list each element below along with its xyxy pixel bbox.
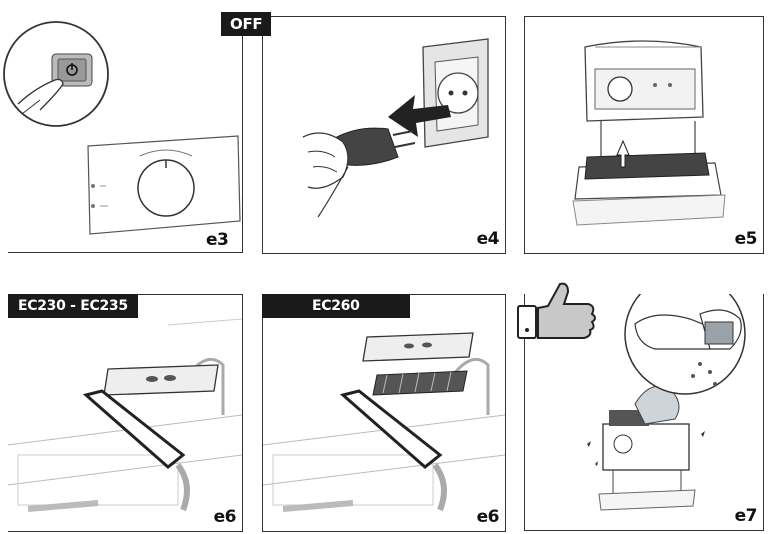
sink-rinse-illustration-b: [263, 332, 505, 512]
selector-knob: [137, 159, 195, 217]
hand: [302, 132, 349, 189]
cleaning-illustration: [587, 294, 746, 511]
power-icon: [66, 63, 78, 76]
sink-rinse-illustration-a: [8, 318, 242, 512]
step-label-e4: e4: [476, 229, 500, 249]
step-label-e5: e5: [734, 229, 758, 249]
step-label-e6b: e6: [476, 507, 500, 527]
drip-tray-removal-illustration: [572, 40, 726, 226]
thumbs-up-icon: [517, 282, 596, 339]
unplug-illustration: [302, 38, 489, 218]
step-label-e7: e7: [734, 506, 758, 526]
arrow-icon: [616, 139, 630, 168]
step-label-e6a: e6: [213, 507, 237, 527]
model-tag-ec230: EC230 - EC235: [8, 294, 138, 318]
panel-e6-ec260: e6: [262, 294, 506, 532]
step-label-e3: e3: [206, 230, 229, 250]
panel-e6-ec230: e6: [8, 294, 243, 532]
control-panel-illustration: [87, 135, 241, 235]
magnifier-power-button: [3, 21, 109, 127]
finger: [17, 78, 64, 111]
panel-e5: e5: [524, 16, 764, 254]
panel-e7: e7: [524, 294, 764, 531]
panel-e4: e4: [262, 16, 506, 254]
off-tag: OFF: [221, 12, 272, 36]
arrow-icon: [388, 95, 451, 137]
model-tag-ec260: EC260: [262, 294, 410, 318]
panel-e3: [8, 16, 243, 253]
